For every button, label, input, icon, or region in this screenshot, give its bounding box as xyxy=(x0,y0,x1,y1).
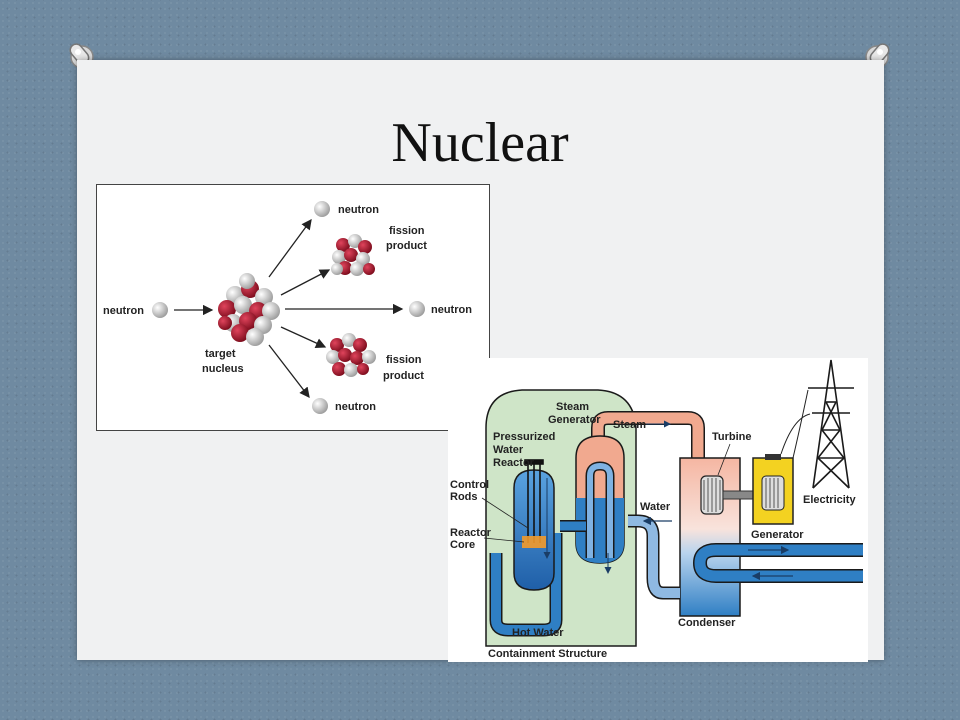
middle-neutron-ball xyxy=(409,301,425,317)
steam-label: Steam xyxy=(613,419,646,431)
top-fission-product-label-line1: fission xyxy=(389,225,425,237)
fission-diagram: neutron target nucleus neutron fission p… xyxy=(96,184,490,431)
reactor-core-label-line1: Reactor xyxy=(450,527,492,539)
bottom-fission-product-cluster xyxy=(326,333,376,377)
top-neutron-label: neutron xyxy=(338,204,379,216)
primary-loop xyxy=(491,533,561,635)
containment-structure-label: Containment Structure xyxy=(488,648,607,660)
control-rods-label-line2: Rods xyxy=(450,491,478,503)
steam-pipe xyxy=(592,412,704,458)
bottom-neutron-ball xyxy=(312,398,328,414)
fission-diagram-svg: neutron target nucleus neutron fission p… xyxy=(103,201,472,414)
steam-generator-label-line1: Steam xyxy=(556,401,589,413)
incoming-neutron-ball xyxy=(152,302,168,318)
transmission-tower-icon xyxy=(808,359,854,489)
pressurized-water-reactor-label-line1: Pressurized xyxy=(493,431,555,443)
arrow-top-product xyxy=(280,269,331,296)
reactor-core-label-line2: Core xyxy=(450,539,475,551)
hot-water-label: Hot Water xyxy=(512,627,564,639)
steam-generator-label-line2: Generator xyxy=(548,414,601,426)
bottom-fission-product-label-line1: fission xyxy=(386,354,422,366)
cooling-pipe xyxy=(694,544,863,582)
top-neutron-ball xyxy=(314,201,330,217)
target-nucleus-label-line1: target xyxy=(205,348,236,360)
arrow-bottom-neutron xyxy=(268,344,310,399)
electricity-label: Electricity xyxy=(803,494,856,506)
control-rods xyxy=(524,459,544,543)
middle-neutron-label: neutron xyxy=(431,304,472,316)
arrow-top-neutron xyxy=(268,218,312,278)
reactor-diagram-svg: Steam Generator Pressurized Water Reacto… xyxy=(450,359,863,660)
generator-icon xyxy=(752,454,794,525)
generator-label: Generator xyxy=(751,529,804,541)
control-rods-label-line1: Control xyxy=(450,479,489,491)
turbine-label: Turbine xyxy=(712,431,752,443)
steam-generator-tube xyxy=(587,462,613,558)
pressurized-water-reactor-label-line2: Water xyxy=(493,444,524,456)
target-nucleus-cluster xyxy=(218,273,280,346)
turbine-shaft xyxy=(722,490,756,500)
water-label: Water xyxy=(640,501,671,513)
incoming-neutron-label: neutron xyxy=(103,305,144,317)
reactor-core-leader xyxy=(483,537,525,543)
bottom-fission-product-label-line2: product xyxy=(383,370,424,382)
arrow-bottom-product xyxy=(280,326,327,348)
slide-title: Nuclear xyxy=(391,112,569,174)
top-fission-product-cluster xyxy=(331,234,375,276)
power-line xyxy=(792,389,809,459)
turbine-icon xyxy=(700,475,724,515)
reactor-core-shape xyxy=(522,536,546,548)
bottom-neutron-label: neutron xyxy=(335,401,376,413)
power-line-2 xyxy=(780,413,811,455)
turbine-leader xyxy=(717,443,731,476)
top-fission-product-label-line2: product xyxy=(386,240,427,252)
pressurized-water-reactor-label-line3: Reactor xyxy=(493,457,535,469)
condenser-label: Condenser xyxy=(678,617,736,629)
control-rods-leader xyxy=(481,497,529,529)
target-nucleus-label-line2: nucleus xyxy=(202,363,244,375)
reactor-diagram: Steam Generator Pressurized Water Reacto… xyxy=(448,358,868,662)
